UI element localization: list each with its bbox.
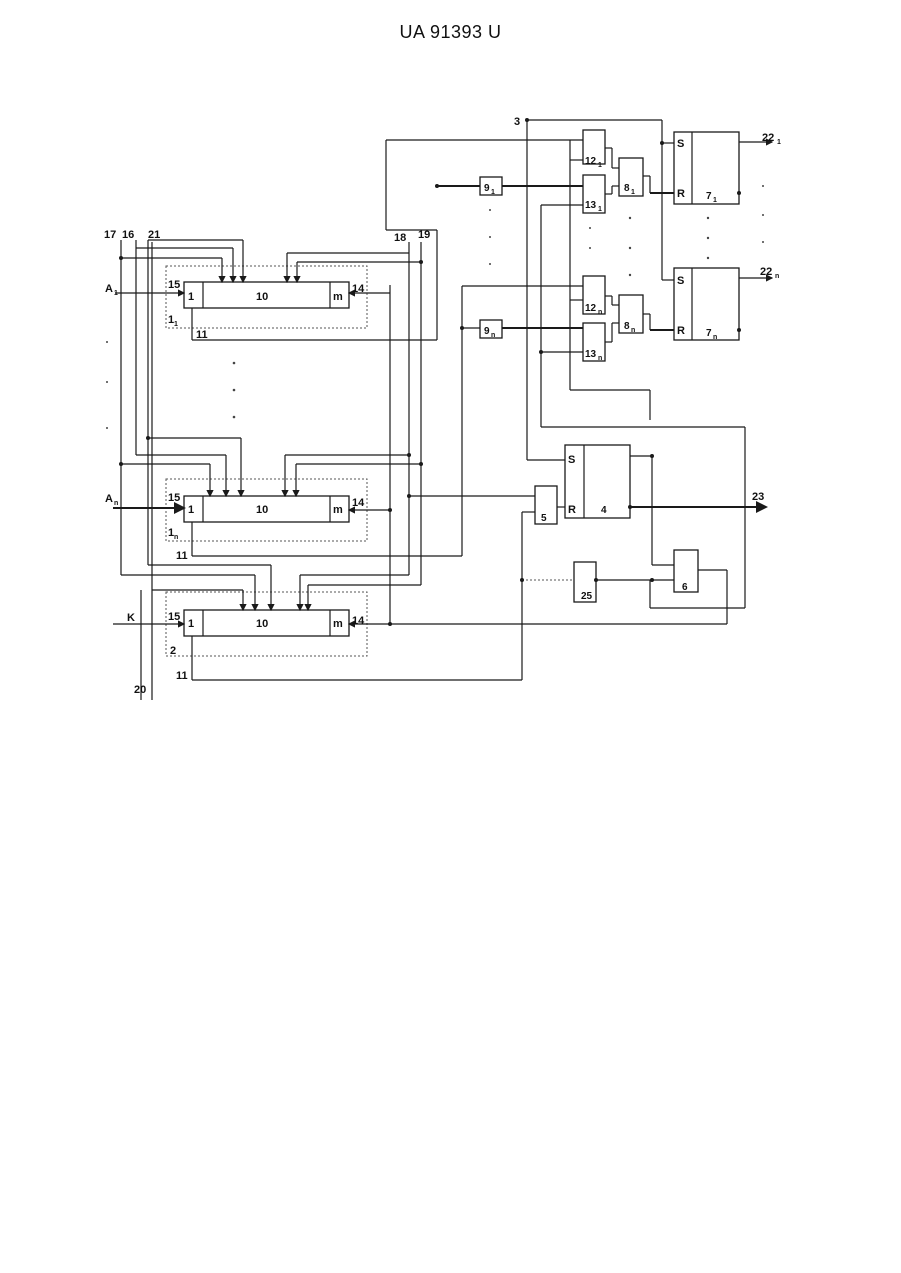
- label-g6: 6: [682, 582, 688, 593]
- label-bus-16: 16: [122, 229, 134, 241]
- label-out-22-n-sub: n: [775, 273, 779, 280]
- label-input-a1-sub: 1: [114, 290, 118, 297]
- label-out-22-1-sub: 1: [777, 139, 781, 146]
- label-tr4: 4: [601, 505, 607, 516]
- label-tr7-n-s: S: [677, 275, 684, 287]
- label-input-an: A: [105, 493, 113, 505]
- label-g5: 5: [541, 513, 547, 524]
- label-m2-10: 10: [256, 618, 268, 630]
- label-tr4-r: R: [568, 504, 576, 516]
- label-m2-14: 14: [352, 615, 365, 627]
- label-g8-n: 8: [624, 321, 630, 332]
- label-g12-1: 12: [585, 156, 597, 167]
- label-g9-n-sub: n: [491, 332, 495, 339]
- label-module-2: 2: [170, 645, 176, 657]
- label-module-1-n-sub: n: [174, 534, 178, 541]
- label-bus-3: 3: [514, 116, 520, 128]
- label-m1-1: 1: [188, 291, 194, 303]
- label-g12-n: 12: [585, 303, 597, 314]
- label-m1-11: 11: [196, 329, 208, 341]
- label-g13-1: 13: [585, 200, 597, 211]
- label-tr7-n-sub: n: [713, 334, 717, 341]
- label-g13-n: 13: [585, 349, 597, 360]
- label-m2-1: 1: [188, 618, 194, 630]
- label-mn-11: 11: [176, 550, 188, 562]
- module-1-1: [115, 140, 583, 340]
- label-g13-1-sub: 1: [598, 206, 602, 213]
- label-out-23: 23: [752, 491, 764, 503]
- label-input-k: K: [127, 612, 135, 624]
- label-g9-1: 9: [484, 183, 490, 194]
- label-bus-20: 20: [134, 684, 146, 696]
- label-module-1-1-sub: 1: [174, 321, 178, 328]
- label-mn-15: 15: [168, 492, 180, 504]
- label-g12-1-sub: 1: [598, 162, 602, 169]
- label-g25: 25: [581, 591, 593, 602]
- label-input-a1: A: [105, 283, 113, 295]
- label-tr7-n: 7: [706, 328, 712, 339]
- label-tr4-s: S: [568, 454, 575, 466]
- label-bus-17: 17: [104, 229, 116, 241]
- label-mn-1: 1: [188, 504, 194, 516]
- label-bus-19: 19: [418, 229, 430, 241]
- label-m1-14: 14: [352, 283, 365, 295]
- label-bus-18: 18: [394, 232, 406, 244]
- label-m2-11: 11: [176, 670, 188, 682]
- label-g12-n-sub: n: [598, 309, 602, 316]
- label-out-22-n: 22: [760, 266, 772, 278]
- label-tr7-n-r: R: [677, 325, 685, 337]
- label-g8-1: 8: [624, 183, 630, 194]
- label-mn-m: m: [333, 504, 343, 516]
- label-m2-m: m: [333, 618, 343, 630]
- label-g8-n-sub: n: [631, 327, 635, 334]
- label-g13-n-sub: n: [598, 355, 602, 362]
- label-tr7-1-r: R: [677, 188, 685, 200]
- label-g9-n: 9: [484, 326, 490, 337]
- label-mn-10: 10: [256, 504, 268, 516]
- module-1-n: [113, 286, 583, 556]
- label-m1-10: 10: [256, 291, 268, 303]
- label-m1-15: 15: [168, 279, 180, 291]
- label-g9-1-sub: 1: [491, 189, 495, 196]
- label-bus-21: 21: [148, 229, 160, 241]
- label-tr7-1: 7: [706, 191, 712, 202]
- label-m1-m: m: [333, 291, 343, 303]
- label-g8-1-sub: 1: [631, 189, 635, 196]
- label-tr7-1-sub: 1: [713, 197, 717, 204]
- label-out-22-1: 22: [762, 132, 774, 144]
- label-m2-15: 15: [168, 611, 180, 623]
- module-2: [113, 512, 727, 680]
- label-input-an-sub: n: [114, 500, 118, 507]
- label-mn-14: 14: [352, 497, 365, 509]
- label-tr7-1-s: S: [677, 138, 684, 150]
